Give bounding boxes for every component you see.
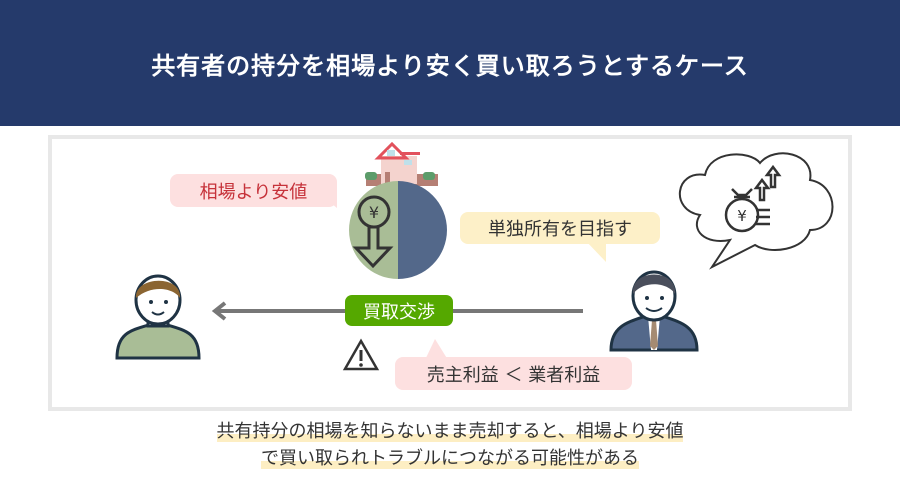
page-title: 共有者の持分を相場より安く買い取ろうとするケース — [151, 51, 749, 80]
low-price-bubble: 相場より安値 — [170, 174, 337, 207]
thought-cloud: ¥ — [678, 152, 834, 270]
buyer-person-icon — [609, 270, 699, 352]
header-banner: 共有者の持分を相場より安く買い取ろうとするケース — [0, 0, 900, 126]
warning-icon — [342, 338, 380, 371]
pink-bubble-tail — [425, 339, 448, 360]
negotiation-badge: 買取交渉 — [345, 295, 453, 326]
house-icon — [365, 141, 438, 186]
diagram-frame — [48, 135, 852, 411]
svg-text:¥: ¥ — [369, 203, 379, 222]
yellow-bubble-tail — [585, 240, 606, 262]
caption: 共有持分の相場を知らないまま売却すると、相場より安値 で買い取られトラブルにつな… — [0, 418, 900, 472]
arrow-head-icon — [211, 301, 227, 321]
caption-line-1: 共有持分の相場を知らないまま売却すると、相場より安値 — [216, 421, 684, 442]
caption-line-2: で買い取られトラブルにつながる可能性がある — [261, 448, 639, 469]
goal-bubble: 単独所有を目指す — [460, 212, 660, 244]
pie-right-half — [398, 181, 447, 279]
profit-comparison-bubble: 売主利益 ＜ 業者利益 — [395, 357, 632, 390]
property-share-pie: ¥ — [349, 141, 447, 279]
seller-person-icon — [115, 274, 201, 360]
money-bag-rising-icon: ¥ — [724, 164, 782, 233]
svg-text:¥: ¥ — [737, 207, 747, 225]
yen-down-arrow-icon: ¥ — [352, 195, 394, 269]
